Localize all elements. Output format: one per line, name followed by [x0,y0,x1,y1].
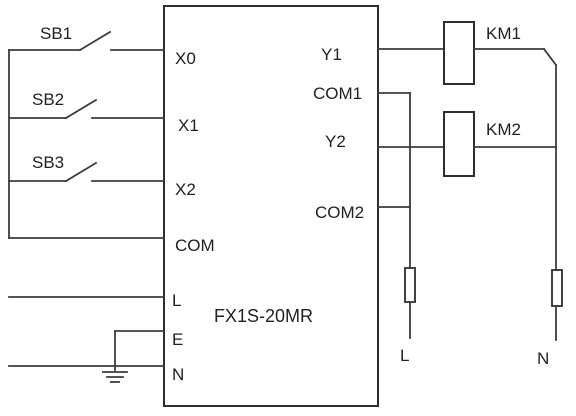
fuse-l [404,267,416,303]
km1-coil [443,21,475,85]
plc-model-label: FX1S-20MR [214,306,313,326]
com2-terminal-label: COM2 [315,203,364,222]
l-terminal-label: L [172,291,181,310]
n-terminal-label: N [172,365,184,384]
y1-output-circuit [377,21,558,148]
n-supply-line [551,146,563,341]
sb2-branch [8,98,165,120]
com2-l-supply-line [377,146,416,339]
km2-label: KM2 [486,120,521,139]
n-supply-label: N [537,349,549,368]
sb1-label: SB1 [40,24,72,43]
e-terminal-label: E [172,330,183,349]
sb2-contact [64,98,98,120]
y1-terminal-label: Y1 [321,45,342,64]
sb1-contact [78,30,112,52]
km2-coil [443,111,475,177]
com1-terminal-label: COM1 [313,84,362,103]
sb1-branch [8,30,165,52]
com1-circuit [377,92,411,148]
y2-output-circuit [377,111,557,177]
sb3-contact [64,161,98,183]
sb3-label: SB3 [32,153,64,172]
km1-label: KM1 [486,24,521,43]
l-supply-label: L [400,346,409,365]
fuse-n [551,269,563,307]
earth-connection [102,330,165,383]
y2-terminal-label: Y2 [325,132,346,151]
x0-terminal-label: X0 [175,49,196,68]
com-terminal-label: COM [175,236,215,255]
sb3-branch [8,161,165,183]
plc-body [163,5,379,407]
sb2-label: SB2 [32,90,64,109]
x2-terminal-label: X2 [175,180,196,199]
x1-terminal-label: X1 [178,116,199,135]
